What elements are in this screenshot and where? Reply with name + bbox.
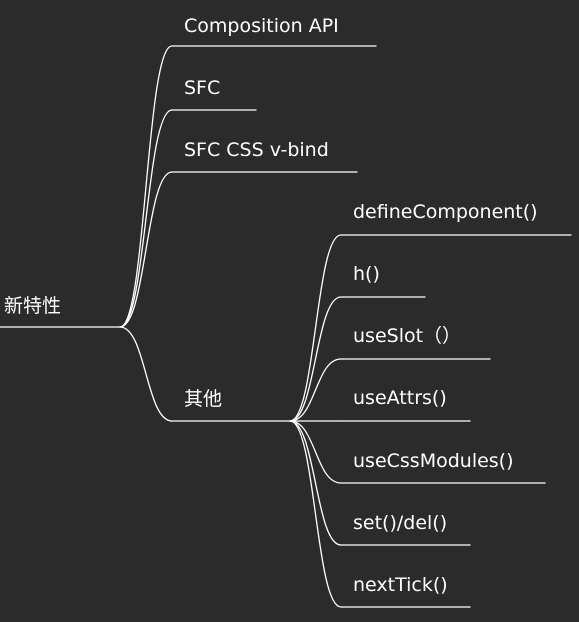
connector-use-slot	[289, 358, 342, 422]
connector-composition-api	[119, 45, 173, 328]
connector-sfc-css-v-bind	[119, 171, 173, 328]
connector-h	[289, 296, 342, 422]
leaf-set-del: set()/del()	[353, 512, 448, 534]
leaf-next-tick: nextTick()	[353, 574, 448, 596]
leaf-define-component: defineComponent()	[353, 201, 538, 223]
connector-sfc	[119, 109, 173, 328]
connector-define-component	[289, 234, 342, 422]
connector-other	[119, 326, 173, 422]
root-node: 新特性	[4, 295, 62, 317]
branch-sfc: SFC	[184, 77, 221, 99]
leaf-h: h()	[353, 263, 380, 285]
connector-use-css-modules	[289, 420, 342, 484]
branch-composition-api: Composition API	[184, 15, 339, 37]
branch-sfc-css-v-bind: SFC CSS v-bind	[184, 139, 329, 161]
leaf-use-slot: useSlot（）	[353, 325, 462, 347]
branch-other: 其他	[184, 388, 223, 410]
connector-set-del	[289, 420, 342, 546]
connector-next-tick	[289, 420, 342, 608]
leaf-use-attrs: useAttrs()	[353, 387, 447, 409]
leaf-use-css-modules: useCssModules()	[353, 450, 514, 472]
